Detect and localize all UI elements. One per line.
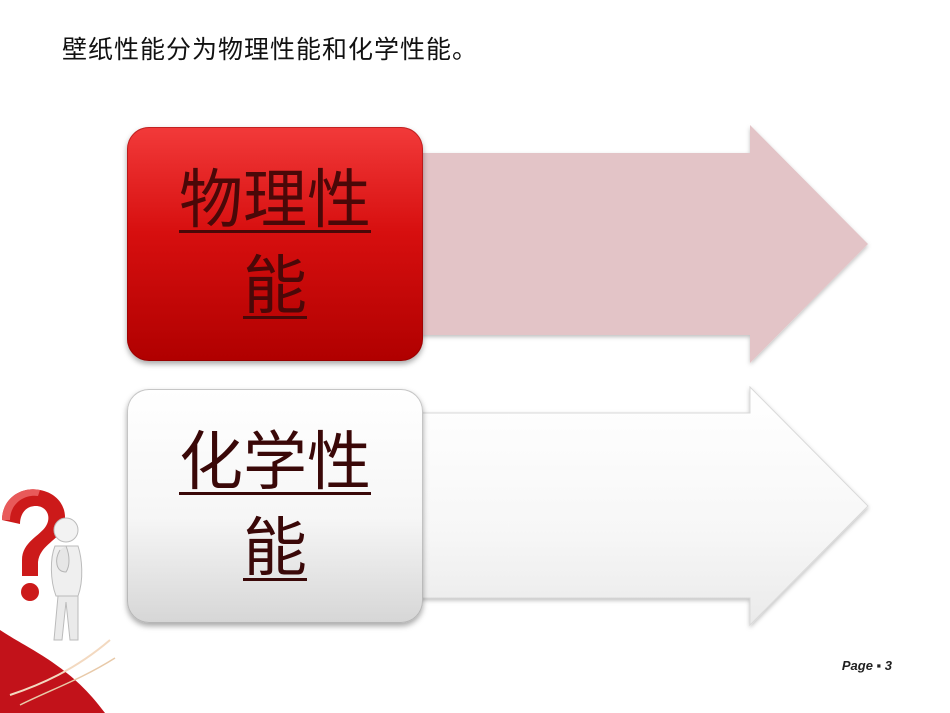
slide-heading: 壁纸性能分为物理性能和化学性能。 (62, 35, 479, 64)
page-number: Page ▪ 3 (841, 658, 892, 673)
physical-properties-box[interactable]: 物理性能 (127, 127, 423, 361)
arrow-chemical (399, 385, 869, 627)
question-mark-thinker-icon (0, 489, 116, 713)
chemical-properties-label: 化学性能 (179, 426, 371, 586)
physical-properties-label: 物理性能 (179, 164, 371, 324)
chemical-properties-box[interactable]: 化学性能 (127, 389, 423, 623)
arrow-physical (400, 125, 868, 363)
